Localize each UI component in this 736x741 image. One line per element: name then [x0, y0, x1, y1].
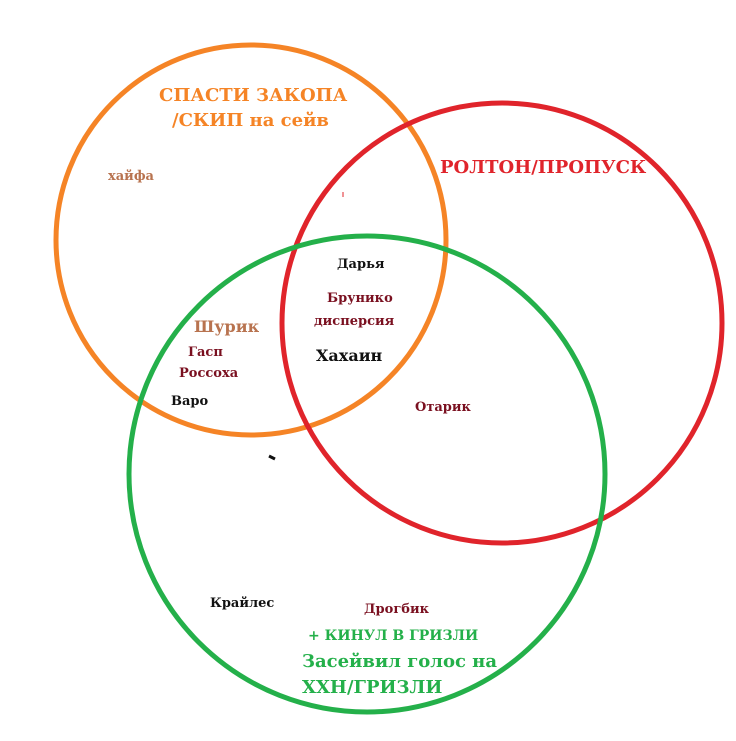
red-set-title: РОЛТОН/ПРОПУСК: [440, 157, 647, 178]
orange-set-circle: [53, 42, 449, 438]
name-bruniko: Брунико: [327, 291, 393, 306]
green-set-line3: ХХН/ГРИЗЛИ: [302, 677, 442, 698]
name-gasp: Гасп: [188, 345, 223, 360]
orange-set-title-line2: /СКИП на сейв: [172, 110, 329, 131]
green-set-circle: [126, 233, 608, 715]
name-krailes: Крайлес: [210, 596, 274, 611]
name-drogbik: Дрогбик: [364, 602, 430, 617]
name-hahain: Хахаин: [316, 346, 383, 365]
name-varo: Варо: [171, 394, 209, 409]
name-rossoha: Россоха: [179, 366, 239, 381]
name-haifa: хайфа: [108, 169, 155, 184]
orange-set-title-line1: СПАСТИ ЗАКОПА: [159, 85, 348, 106]
green-set-line1: + КИНУЛ В ГРИЗЛИ: [308, 628, 478, 644]
name-shurik: Шурик: [194, 317, 260, 336]
stray-dash-mark: [268, 454, 276, 461]
name-otarik: Отарик: [415, 400, 472, 415]
name-dispersiya: дисперсия: [314, 314, 395, 329]
red-set-circle: [279, 100, 725, 546]
name-darya: Дарья: [337, 257, 385, 272]
green-set-line2: Засейвил голос на: [302, 651, 497, 672]
